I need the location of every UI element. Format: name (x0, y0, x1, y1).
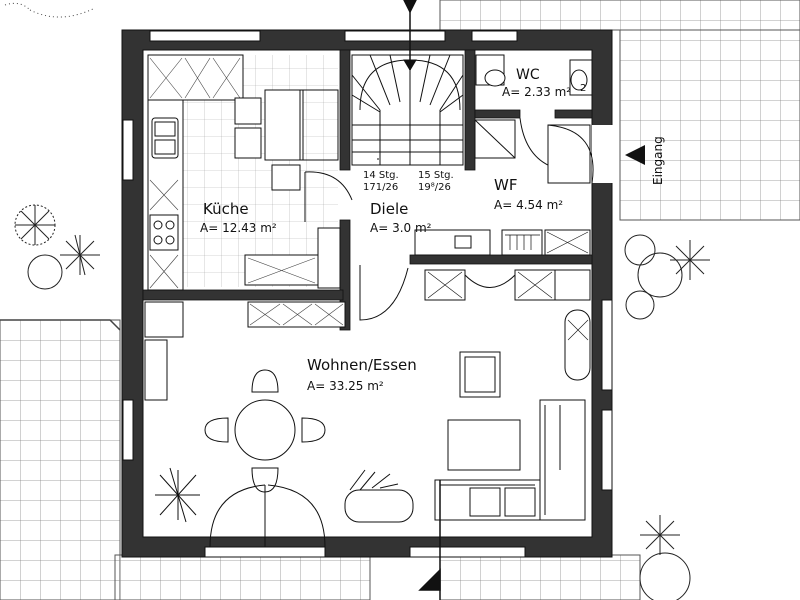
fixture-number: 2 (580, 83, 586, 94)
room-name-wc: WC (516, 67, 540, 83)
room-area-wc: A= 2.33 m² (502, 85, 571, 99)
entrance-arrow-icon (625, 145, 645, 165)
entrance-label: Eingang (651, 136, 665, 185)
sofa (434, 399, 586, 521)
room-area-kueche: A= 12.43 m² (200, 221, 277, 235)
kitchen-counter (147, 54, 244, 291)
interior-walls (142, 49, 593, 331)
diele-door (304, 171, 409, 321)
kitchen-table (234, 89, 339, 191)
kitchen-sideboard (247, 301, 346, 328)
garden-dots (4, 2, 96, 18)
wc-room (475, 54, 593, 96)
shrub-left-1 (14, 204, 100, 290)
terrace-bottom (114, 554, 641, 600)
stairs-left-count: 14 Stg. (363, 170, 399, 181)
coffee-table (447, 419, 521, 471)
indoor-plant (155, 467, 200, 523)
shrub-right-1 (624, 234, 710, 320)
stairs-right-ratio: 19⁸/26 (418, 182, 451, 193)
armchair (459, 351, 501, 398)
terrace-left (0, 319, 121, 600)
terrace-doors (209, 484, 326, 548)
wf-room (474, 117, 594, 184)
room-area-diele: A= 3.0 m² (370, 221, 432, 235)
living-cabinets (424, 269, 591, 381)
stairs-left-ratio: 171/26 (363, 182, 398, 193)
living-left-shelves (144, 301, 184, 401)
stairs-right-count: 15 Stg. (418, 170, 454, 181)
staircase (351, 54, 464, 166)
shrub-right-2 (639, 515, 691, 600)
wf-counter (414, 229, 591, 256)
dining-table (204, 369, 326, 493)
room-name-wohnen: Wohnen/Essen (307, 356, 417, 374)
room-name-diele: Diele (370, 200, 408, 218)
terrace-top-right (439, 0, 800, 221)
section-line (403, 0, 441, 600)
kitchen-corner-bench (244, 227, 341, 289)
plant-pot (344, 469, 414, 523)
room-name-kueche: Küche (203, 200, 249, 218)
room-name-wf: WF (494, 176, 517, 194)
room-area-wf: A= 4.54 m² (494, 198, 563, 212)
exterior-walls (121, 29, 613, 558)
room-area-wohnen: A= 33.25 m² (307, 379, 384, 393)
